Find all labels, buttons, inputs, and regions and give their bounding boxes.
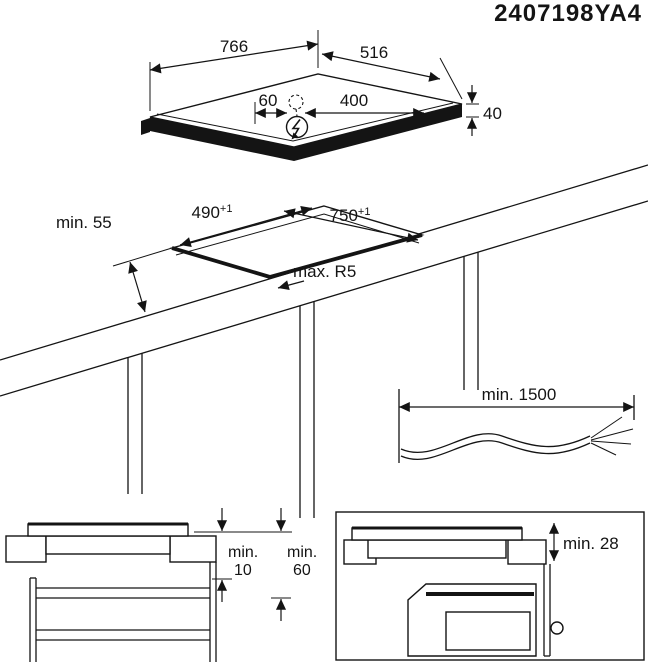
cutout-width-dimension: 750+1 (283, 206, 419, 243)
worktop-section-right (507, 539, 547, 565)
corner-radius-annotation: max. R5 (277, 262, 356, 291)
cabinet-gap-value: 60 (293, 562, 311, 579)
hob-depth-dimension: 516 (321, 43, 463, 100)
drawer-clearance-figure: min. 10 min. 60 (5, 508, 317, 662)
drawer-gap-value: 10 (234, 562, 252, 579)
cabinet-gap-label: min. (287, 544, 317, 561)
cutout-width-value: 750 (330, 206, 358, 225)
worktop-section-right (169, 535, 217, 563)
hob-thickness-dimension: 40 (466, 85, 502, 136)
hob-body-section (45, 535, 171, 555)
oven-clearance-label: min. 28 (563, 534, 619, 553)
drawer-gap-label: min. (228, 544, 258, 561)
lightning-bolt-tip (291, 132, 298, 140)
front-clearance-dimension: min. 55 (56, 213, 173, 313)
hob-glass-section (351, 527, 523, 541)
cabinet-side-panel (543, 564, 551, 657)
connection-distance-label: 400 (340, 91, 368, 110)
part-number: 2407198YA4 (494, 0, 642, 27)
cable-stripped-end (590, 416, 634, 456)
cutout-width-tolerance: +1 (358, 206, 371, 218)
cabinet-gap-dimension: min. 60 (271, 508, 317, 621)
cable-entry-marker (288, 94, 304, 110)
worktop-leg-middle (299, 302, 315, 518)
cutout-width-label: 750+1 (330, 206, 371, 225)
cutout-depth-tolerance: +1 (220, 203, 233, 215)
hob-glass-section (27, 523, 189, 537)
oven-clearance-dimension: min. 28 (548, 523, 619, 561)
hob-thickness-label: 40 (483, 104, 502, 123)
worktop (0, 164, 648, 518)
corner-radius-label: max. R5 (293, 262, 356, 281)
cutout-depth-label: 490+1 (192, 203, 233, 222)
cutout-depth-dimension: 490+1 (179, 203, 313, 247)
hob-body-section (367, 539, 507, 559)
front-clearance-label: min. 55 (56, 213, 112, 232)
connection-offset-label: 60 (259, 91, 278, 110)
corner-radius-arrow (277, 280, 305, 291)
power-connection-icon (285, 115, 309, 140)
power-connection-dimensions: 60 400 (254, 91, 424, 140)
worktop-leg-left (127, 353, 143, 494)
cable-length-figure: min. 1500 (398, 385, 635, 463)
hob-width-dimension: 766 (149, 30, 319, 111)
worktop-section-left (5, 535, 47, 563)
oven (407, 583, 537, 657)
cutout-thick-edge (171, 233, 423, 279)
cutout-depth-value: 490 (192, 203, 220, 222)
cabinet-frame (29, 562, 217, 662)
drawer-gap-dimension: min. 10 (194, 508, 292, 602)
hob-front-right-edge (294, 104, 462, 161)
cable-length-label: min. 1500 (482, 385, 557, 404)
hob-depth-label: 516 (360, 43, 388, 62)
hob-front-left-edge (150, 117, 294, 161)
worktop-lower-edge-line (0, 200, 648, 397)
oven-knob (550, 621, 564, 635)
oven-drawer-panel (445, 611, 531, 651)
oven-clearance-figure: min. 28 (335, 511, 645, 661)
hob-width-label: 766 (220, 37, 248, 56)
power-cable (400, 433, 591, 461)
worktop-leg-right (463, 252, 479, 390)
hob-left-lip (141, 118, 150, 135)
